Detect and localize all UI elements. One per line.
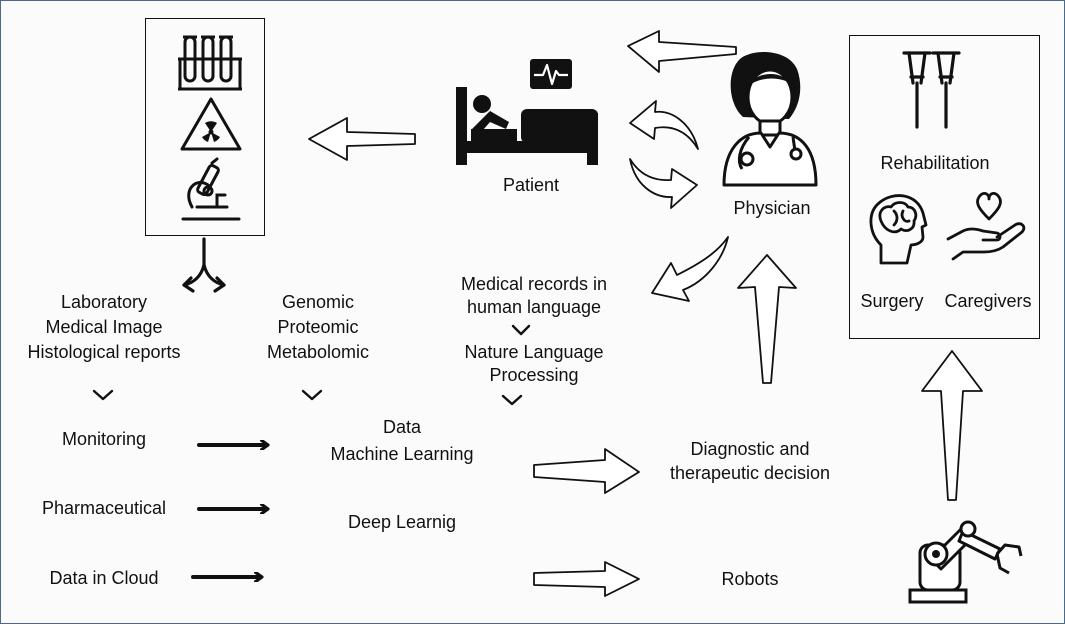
patient-in-bed-icon [456, 87, 598, 165]
outcomes-box [849, 35, 1040, 339]
arrow-up-to-physician [737, 254, 797, 384]
physician-label: Physician [733, 198, 811, 218]
data-cloud-label: Data in Cloud [49, 568, 159, 588]
nlp-line-2: Processing [489, 365, 579, 385]
rehabilitation-label: Rehabilitation [880, 153, 990, 173]
chevron-down-icon-nlp [501, 394, 523, 406]
caring-hand-icon [946, 192, 1026, 261]
crutches-icon [902, 51, 961, 129]
curved-arrow-physician-to-patient [629, 100, 699, 150]
chevron-down-icon-lab [92, 389, 114, 401]
decision-line-2: therapeutic decision [669, 463, 831, 483]
arrow-ml-to-decision [533, 448, 640, 494]
lab-col-line-2: Medical Image [45, 317, 163, 337]
monitoring-label: Monitoring [61, 429, 147, 449]
chevron-down-icon-records [511, 324, 531, 336]
ml-line-1: Data [382, 417, 422, 437]
omics-line-3: Metabolomic [266, 342, 370, 362]
lab-tests-box [145, 18, 265, 236]
robot-arm-icon [908, 520, 1023, 604]
omics-line-2: Proteomic [277, 317, 359, 337]
lab-col-line-3: Histological reports [27, 342, 181, 362]
curved-arrow-physician-to-records [651, 236, 729, 302]
pharmaceutical-label: Pharmaceutical [41, 498, 167, 518]
arrow-physician-to-top [627, 30, 737, 73]
records-line-1: Medical records in [460, 274, 608, 294]
arrow-patient-to-lab [308, 117, 416, 161]
radiation-warning-icon [180, 97, 242, 151]
caregivers-label: Caregivers [944, 291, 1032, 311]
patient-label: Patient [502, 175, 560, 195]
deep-learning-label: Deep Learnig [347, 512, 457, 532]
robots-label: Robots [721, 569, 779, 589]
chevron-down-icon-omics [301, 389, 323, 401]
arrow-dl-to-robots [533, 561, 640, 597]
decision-line-1: Diagnostic and [690, 439, 810, 459]
microscope-icon [181, 157, 241, 221]
omics-line-1: Genomic [281, 292, 355, 312]
nlp-line-1: Nature Language [464, 342, 604, 362]
arrow-up-to-right-box [921, 350, 983, 501]
split-arrow [182, 237, 226, 293]
ml-line-2: Machine Learning [330, 444, 474, 464]
test-tubes-icon [178, 35, 242, 91]
physician-icon [722, 51, 818, 187]
heart-monitor-icon [530, 59, 572, 89]
brain-head-icon [869, 194, 928, 265]
records-line-2: human language [466, 297, 602, 317]
surgery-label: Surgery [860, 291, 924, 311]
curved-arrow-patient-to-physician [629, 158, 698, 209]
lab-col-line-1: Laboratory [60, 292, 148, 312]
